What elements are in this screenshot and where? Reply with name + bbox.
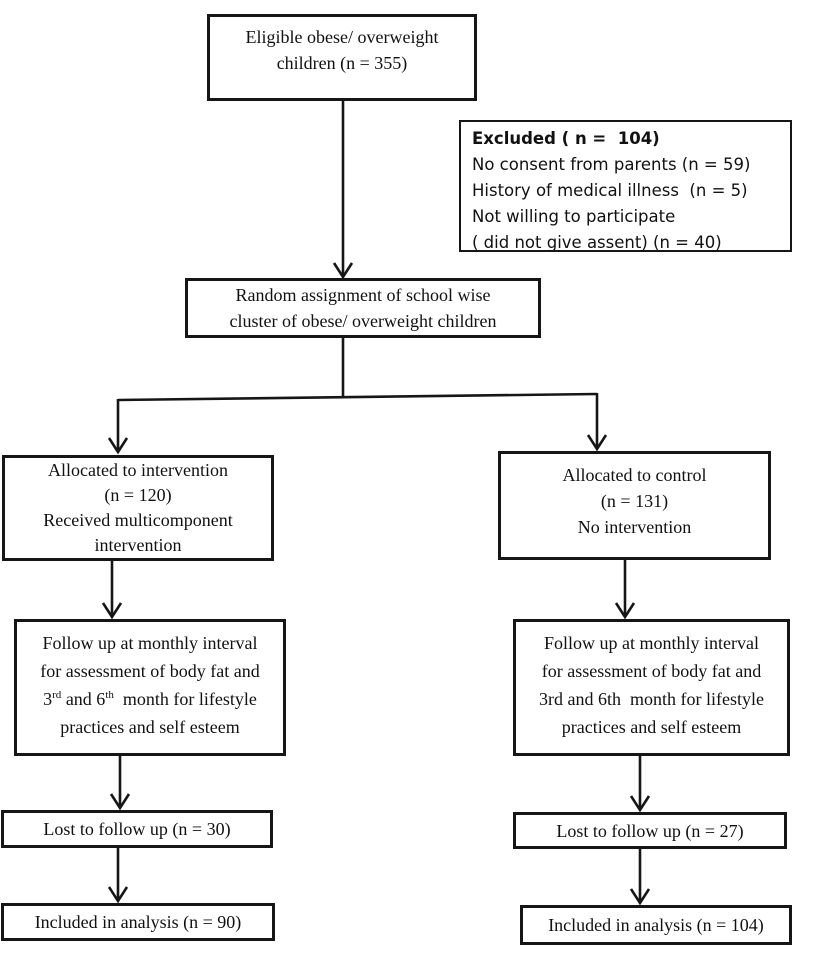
box-line: for assessment of body fat and [541,661,762,681]
box-line: Included in analysis (n = 104) [548,915,764,935]
box-line: (n = 120) [104,485,172,505]
arrow-control-to-followup-head [614,602,636,620]
box-line: Lost to follow up (n = 27) [556,820,744,841]
arrow-control-to-lost-head [629,795,651,813]
box-line: practices and self esteem [561,717,742,737]
box-line: Lost to follow up (n = 30) [43,819,231,839]
box-line: children (n = 355) [276,53,408,73]
excluded-reason: Not willing to participate [472,207,676,226]
arrow-eligible-to-random-head [332,262,354,280]
control-allocation-box: Allocated to control (n = 131) No interv… [498,451,771,560]
box-line: Follow up at monthly interval [42,633,258,653]
control-analysis-box: Included in analysis (n = 104) [520,905,792,945]
split-horizontal-bar [117,392,598,402]
arrow-control-to-analysis-head [629,888,651,906]
intervention-allocation-box: Allocated to intervention (n = 120) Rece… [2,455,274,561]
eligible-children-box: Eligible obese/ overweight children (n =… [207,14,477,101]
box-line: Included in analysis (n = 90) [34,912,242,932]
box-line: Allocated to intervention [48,460,228,480]
box-line: intervention [94,535,182,555]
excluded-reason: No consent from parents (n = 59) [472,155,751,174]
random-assignment-box: Random assignment of school wise cluster… [185,278,541,338]
box-line: cluster of obese/ overweight children [229,311,497,331]
excluded-reason: History of medical illness (n = 5) [472,181,748,200]
box-line: Random assignment of school wise [235,285,491,305]
box-line: Eligible obese/ overweight [245,27,439,47]
intervention-lost-box: Lost to follow up (n = 30) [1,810,273,848]
box-line: Follow up at monthly interval [544,633,759,653]
box-line: (n = 131) [600,491,669,511]
box-line: 3rd and 6th month for lifestyle [539,689,764,709]
excluded-reason: ( did not give assent) (n = 40) [472,233,722,252]
control-lost-box: Lost to follow up (n = 27) [513,812,787,849]
box-line: for assessment of body fat and [40,661,260,681]
excluded-title: Excluded ( n = 104) [472,129,660,148]
box-line: No intervention [577,517,692,537]
arrow-intervention-to-analysis-head [107,886,129,904]
box-line: Received multicomponent [43,510,233,530]
intervention-analysis-box: Included in analysis (n = 90) [1,903,275,941]
box-line: 3rd and 6th month for lifestyle [43,689,257,709]
control-followup-box: Follow up at monthly interval for assess… [513,619,790,756]
box-line: practices and self esteem [60,717,240,737]
arrow-split-to-control-head [586,434,608,452]
box-line: Allocated to control [562,465,707,485]
intervention-followup-box: Follow up at monthly interval for assess… [14,619,286,756]
arrow-intervention-to-lost-head [109,793,131,811]
excluded-box: Excluded ( n = 104) No consent from pare… [459,120,792,252]
arrow-split-to-intervention-head [107,437,129,455]
arrow-intervention-to-followup-head [101,602,123,620]
